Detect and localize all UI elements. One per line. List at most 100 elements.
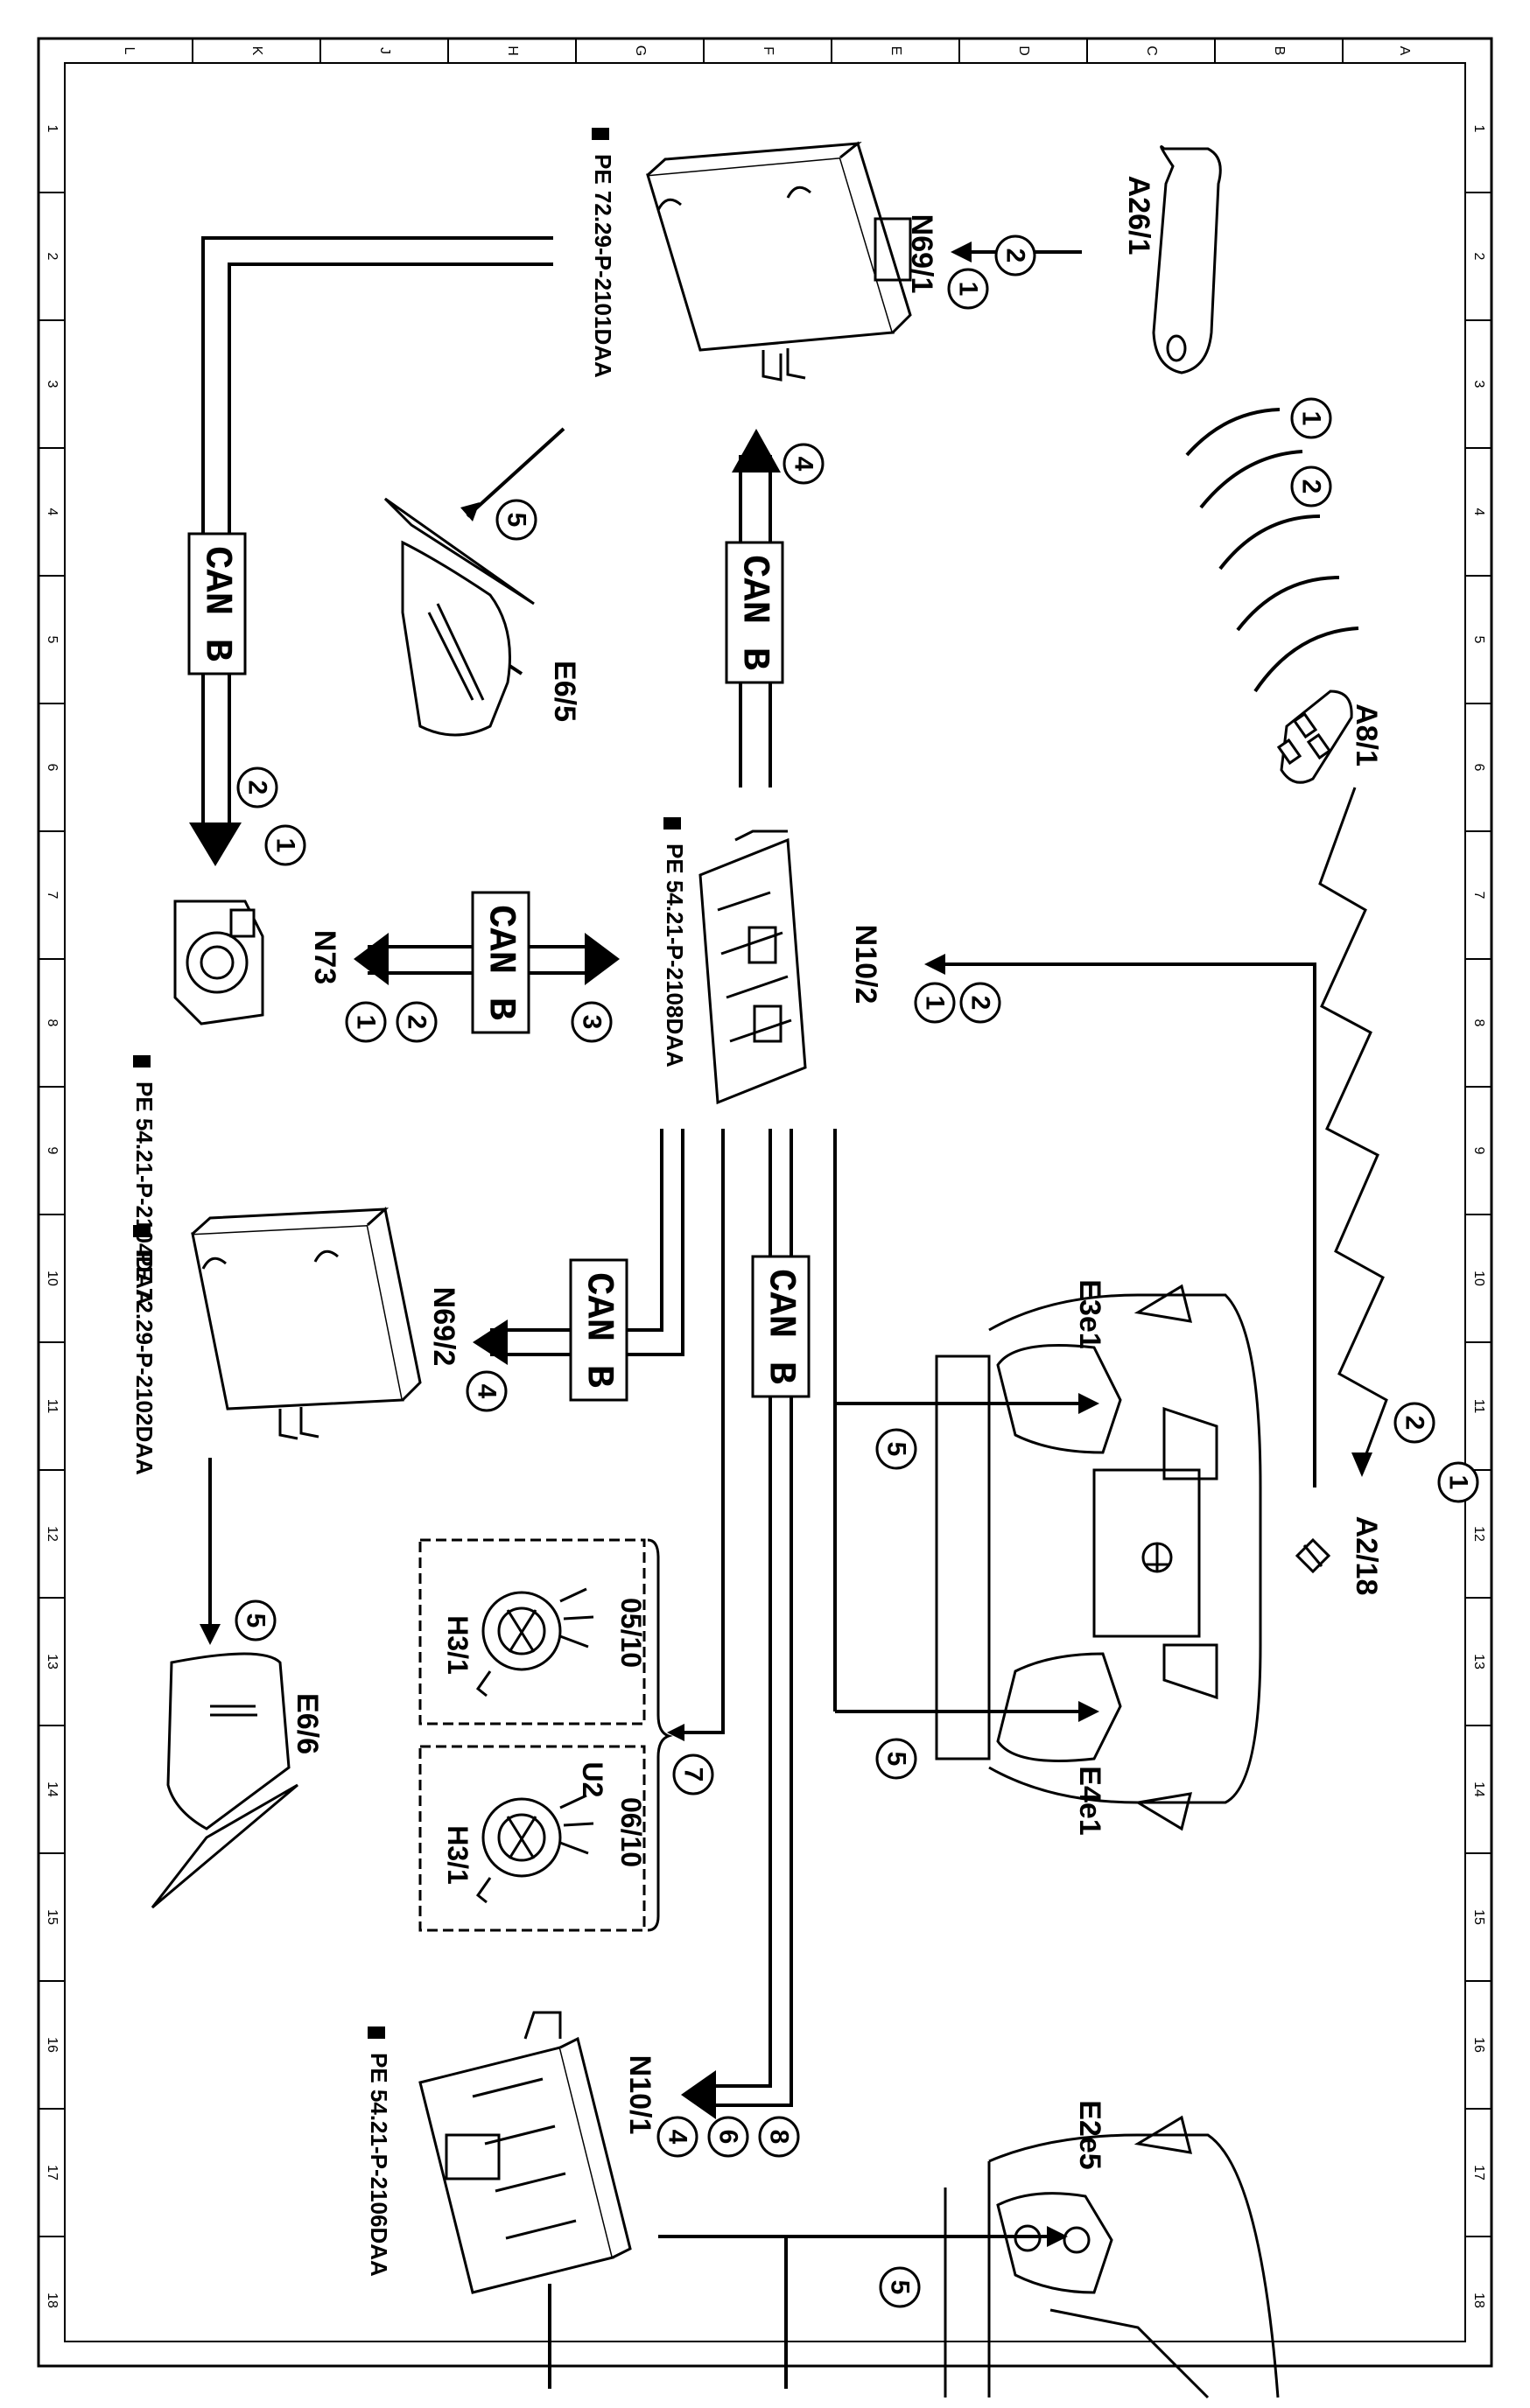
row-number: 5 [1471, 636, 1486, 644]
can-b-label: CAN B [576, 1272, 620, 1388]
row-number: 16 [1471, 2037, 1486, 2053]
row-number: 1 [45, 125, 60, 133]
marker-circle [1393, 1402, 1435, 1444]
marker-circle [947, 268, 989, 310]
sheet-frame [37, 37, 1493, 2368]
step-marker-2: 2 [1393, 1402, 1435, 1444]
can-b-box-n10-n69: CAN B [725, 541, 784, 684]
marker-circle [875, 1738, 917, 1780]
label-e4e1: E4e1 [1073, 1766, 1106, 1835]
step-marker-5: 5 [875, 1428, 917, 1470]
control-module-n69-1-icon [646, 141, 912, 382]
row-number: 7 [1471, 892, 1486, 900]
label-h3-1-b: H3/1 [442, 1825, 474, 1885]
control-module-n10-2-icon [698, 830, 807, 1105]
ref-n69-1: PE 72.29-P-2101DAA [590, 154, 616, 378]
marker-number: 2 [1297, 480, 1326, 494]
marker-circle [959, 982, 1001, 1024]
marker-number: 4 [473, 1384, 502, 1399]
label-e6-5: E6/5 [548, 661, 581, 722]
row-number: 12 [45, 1526, 60, 1542]
marker-number: 5 [502, 513, 531, 528]
row-number: 10 [45, 1270, 60, 1286]
radio-link-zigzag [1318, 787, 1388, 1471]
marker-number: 1 [1444, 1475, 1473, 1490]
marker-number: 7 [679, 1768, 708, 1782]
step-marker-1: 1 [914, 982, 956, 1024]
row-number: 3 [45, 381, 60, 388]
step-marker-4: 4 [466, 1370, 508, 1412]
marker-circle [758, 2116, 800, 2158]
marker-circle [707, 2116, 749, 2158]
marker-number: 2 [966, 996, 995, 1011]
label-n73: N73 [308, 930, 341, 984]
row-number: 6 [1471, 764, 1486, 772]
col-letter: B [1272, 46, 1287, 56]
can-b-label: CAN B [758, 1269, 802, 1384]
col-letter: L [122, 47, 137, 55]
marker-circle [571, 1001, 613, 1043]
marker-circle [783, 443, 825, 485]
marker-number: 2 [243, 780, 272, 795]
label-a2-18: A2/18 [1350, 1516, 1383, 1596]
mirror-e6-6-icon [151, 1652, 298, 1909]
marker-circle [345, 1001, 387, 1043]
label-n69-2: N69/2 [427, 1287, 460, 1367]
step-marker-2: 2 [959, 982, 1001, 1024]
row-number: 4 [1471, 508, 1486, 516]
row-number: 13 [45, 1654, 60, 1670]
col-letter: H [505, 46, 520, 56]
col-letter: D [1016, 46, 1031, 56]
component-labels: A26/1 N69/1 A8/1 E6/5 N10/2 N73 N69/2 E3… [131, 154, 1383, 2277]
step-marker-5: 5 [235, 1600, 277, 1642]
step-marker-4: 4 [783, 443, 825, 485]
marker-circle [236, 766, 278, 808]
marker-number: 2 [1400, 1416, 1429, 1431]
marker-number: 3 [578, 1015, 607, 1030]
row-number: 16 [45, 2037, 60, 2053]
row-number: 6 [45, 764, 60, 772]
row-number: 15 [45, 1909, 60, 1925]
can-b-box-n10-1: CAN B [751, 1255, 811, 1398]
row-number: 17 [45, 2165, 60, 2180]
label-n10-2: N10/2 [849, 925, 882, 1004]
row-number: 7 [45, 892, 60, 900]
column-letter-strip [192, 38, 1344, 63]
row-number: 2 [1471, 253, 1486, 261]
can-b-box-top: CAN B [187, 532, 247, 676]
step-marker-5: 5 [879, 2266, 921, 2308]
marker-circle [994, 234, 1036, 276]
col-letter: F [761, 46, 776, 55]
step-marker-1: 1 [264, 824, 306, 866]
label-model-year-until: 05/10 [615, 1598, 647, 1668]
step-marker-2: 2 [1290, 466, 1332, 508]
row-number: 11 [45, 1399, 60, 1414]
row-number: 9 [45, 1147, 60, 1155]
step-marker-6: 6 [707, 2116, 749, 2158]
vehicle-front-icon [935, 1284, 1262, 1831]
ref-n73: PE 54.21-P-2104DAA [131, 1082, 158, 1306]
step-marker-1: 1 [1290, 397, 1332, 439]
marker-number: 4 [790, 457, 818, 472]
control-module-n69-2-icon [191, 1207, 422, 1440]
marker-circle [879, 2266, 921, 2308]
row-number: 9 [1471, 1147, 1486, 1155]
row-number: 17 [1471, 2165, 1486, 2180]
step-marker-2: 2 [396, 1001, 438, 1043]
marker-number: 5 [882, 1752, 911, 1767]
col-letter: E [888, 46, 903, 56]
door-handle-icon [1152, 145, 1222, 374]
step-marker-2: 2 [236, 766, 278, 808]
marker-number: 1 [271, 838, 300, 853]
marker-number: 5 [886, 2280, 915, 2295]
row-number: 10 [1471, 1270, 1486, 1286]
marker-circle [1290, 397, 1332, 439]
control-module-n10-1-icon [418, 2011, 632, 2294]
siren-icon-b [475, 1794, 594, 1904]
step-marker-5: 5 [875, 1738, 917, 1780]
can-b-label: CAN B [478, 905, 522, 1020]
marker-number: 1 [954, 282, 983, 297]
